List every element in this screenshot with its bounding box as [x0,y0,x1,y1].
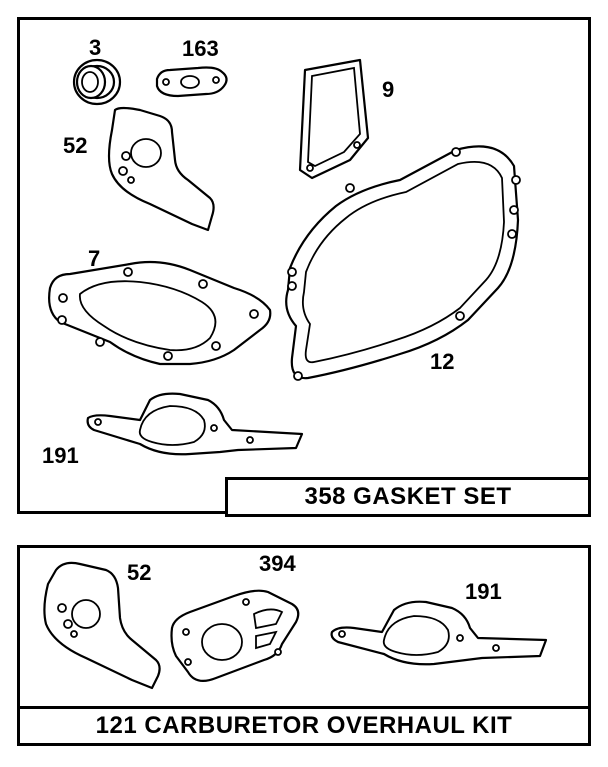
part-number-label: 3 [89,35,102,60]
part-7-head-gasket [48,260,272,366]
part-number-label: 12 [430,349,455,374]
part-number-label: 191 [465,579,502,604]
part-163-gasket [155,66,228,98]
part-52-gasket [43,561,161,690]
part-3-oil-seal [72,58,122,106]
carburetor-kit-panel: 52 394 191 121 CARBURETOR OVERHAUL KIT [17,545,591,746]
part-number-label: 52 [127,560,152,585]
part-number-label: 394 [259,551,296,576]
part-9-gasket [298,58,370,180]
part-12-crankcase-gasket [285,145,521,381]
part-394-gasket [170,589,300,683]
part-52-gasket [107,106,215,232]
carburetor-kit-illustration [43,561,548,690]
part-191-gasket [330,600,548,666]
part-number-label: 52 [63,133,88,158]
gasket-set-title: 358 GASKET SET [225,477,591,517]
part-number-label: 163 [182,36,219,61]
gasket-set-illustration [48,58,521,456]
gasket-set-panel: 3 163 9 52 12 7 191 358 GASKET SET [17,17,591,517]
part-number-label: 9 [382,77,395,102]
part-number-label: 191 [42,443,79,468]
part-191-gasket [86,392,304,456]
carburetor-kit-title: 121 CARBURETOR OVERHAUL KIT [17,706,591,746]
part-number-label: 7 [88,246,101,271]
